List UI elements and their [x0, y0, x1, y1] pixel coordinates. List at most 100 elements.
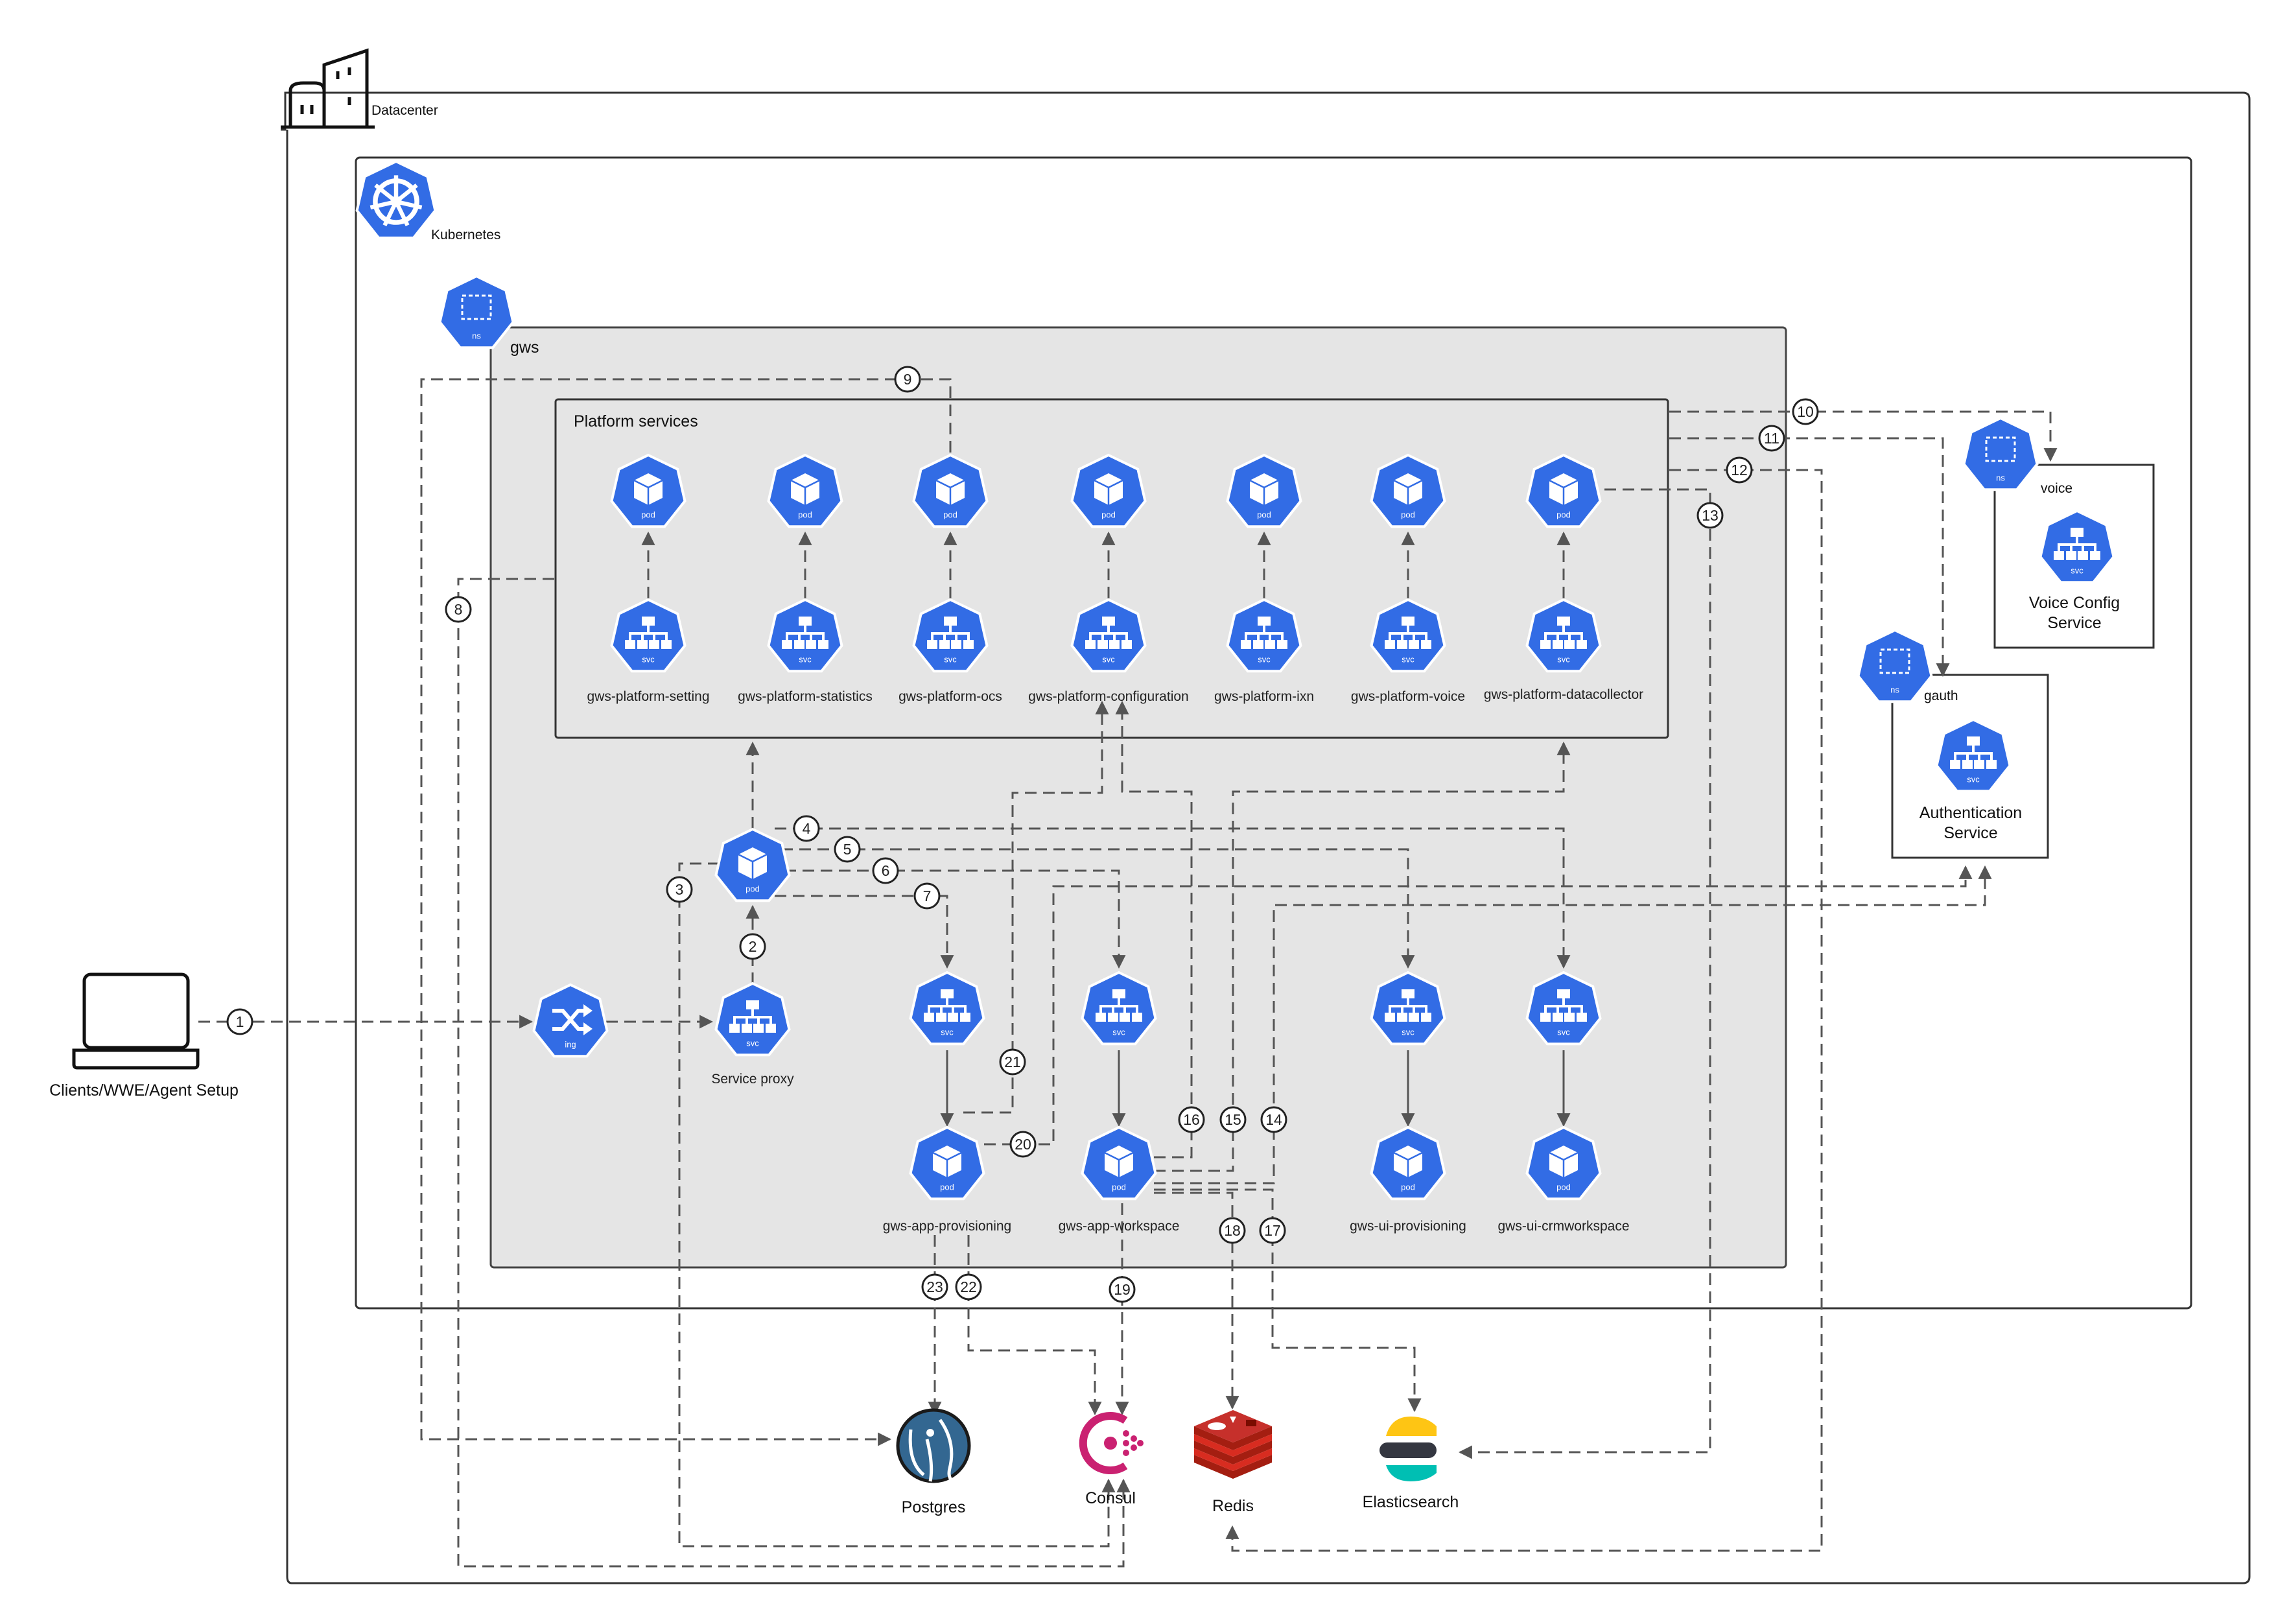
step-marker: 2: [739, 933, 766, 960]
step-number: 16: [1183, 1111, 1200, 1128]
ns-icon: ns: [1962, 416, 2039, 491]
step-number: 18: [1224, 1222, 1241, 1239]
svc-caption: svc: [941, 1027, 954, 1037]
step-marker: 17: [1259, 1217, 1286, 1244]
datacenter-boundary: [281, 91, 2251, 1584]
gauth-ns-label: gauth: [1924, 688, 1958, 703]
step-marker: 11: [1758, 425, 1785, 452]
voice-ns-label: voice: [2041, 481, 2072, 496]
pod-caption: pod: [1401, 510, 1415, 519]
svc-caption: svc: [746, 1038, 759, 1048]
step-number: 1: [236, 1013, 244, 1030]
pod-icon: pod: [1070, 453, 1147, 528]
elasticsearch-icon: [1379, 1417, 1437, 1481]
svc-icon: svc: [1370, 598, 1446, 673]
svc-caption: svc: [1112, 1027, 1125, 1037]
svc-icon: svc: [767, 598, 843, 673]
platform-service-label: gws-platform-ixn: [1214, 689, 1314, 704]
step-marker: 3: [666, 876, 693, 903]
pod-icon: pod: [912, 453, 989, 528]
svc-caption: svc: [642, 654, 655, 664]
pod-caption: pod: [940, 1182, 954, 1192]
redis-label: Redis: [1212, 1497, 1254, 1515]
svc-icon: svc: [1226, 598, 1302, 673]
step-marker: 19: [1109, 1276, 1136, 1303]
step-number: 13: [1702, 507, 1719, 524]
step-number: 5: [843, 841, 852, 858]
step-marker: 6: [872, 857, 899, 884]
step-marker: 13: [1696, 502, 1724, 529]
gws-namespace-label: gws: [510, 338, 539, 357]
svc-caption: svc: [1258, 654, 1271, 664]
step-number: 4: [803, 820, 811, 837]
svc-icon: svc: [1370, 971, 1446, 1046]
pod-icon: pod: [1370, 453, 1446, 528]
kubernetes-label: Kubernetes: [431, 228, 500, 242]
svc-caption: svc: [1402, 1027, 1414, 1037]
pod-icon: pod: [610, 453, 687, 528]
consul-icon: [1079, 1412, 1144, 1474]
step-marker: 10: [1792, 398, 1819, 425]
step-number: 3: [675, 881, 684, 898]
pod-icon: pod: [1370, 1125, 1446, 1201]
step-number: 12: [1731, 462, 1748, 478]
svc-icon: svc: [610, 598, 687, 673]
platform-service-label: gws-platform-configuration: [1028, 689, 1188, 704]
svc-icon: svc: [1935, 718, 2012, 793]
svc-caption: svc: [2071, 565, 2084, 575]
step-marker: 1: [226, 1008, 253, 1035]
svc-caption: svc: [1967, 774, 1980, 784]
pod-caption: pod: [1556, 1182, 1571, 1192]
svc-icon: svc: [912, 598, 989, 673]
svc-icon: svc: [1081, 971, 1157, 1046]
step-marker: 23: [921, 1273, 948, 1300]
svc-icon: svc: [714, 982, 791, 1057]
svc-caption: svc: [799, 654, 812, 664]
svc-icon: svc: [1525, 971, 1602, 1046]
pod-caption: pod: [1257, 510, 1271, 519]
step-marker: 18: [1219, 1217, 1246, 1244]
pod-icon: pod: [1525, 1125, 1602, 1201]
app-label: gws-ui-provisioning: [1350, 1219, 1466, 1234]
step-marker: 15: [1219, 1106, 1247, 1133]
ing-caption: ing: [565, 1039, 576, 1049]
platform-service-label: gws-platform-ocs: [898, 689, 1002, 704]
pod-icon: pod: [767, 453, 843, 528]
ns-caption: ns: [1996, 473, 2005, 482]
step-number: 23: [926, 1278, 943, 1295]
pod-caption: pod: [1112, 1182, 1126, 1192]
step-number: 15: [1225, 1111, 1241, 1128]
clients-label: Clients/WWE/Agent Setup: [49, 1081, 239, 1100]
step-number: 9: [904, 371, 912, 388]
platform-services-label: Platform services: [574, 412, 698, 430]
pod-caption: pod: [641, 510, 655, 519]
step-marker: 8: [445, 596, 472, 623]
step-marker: 12: [1726, 456, 1753, 484]
pod-icon: pod: [1226, 453, 1302, 528]
step-number: 7: [923, 888, 932, 904]
ns-caption: ns: [472, 331, 481, 340]
step-number: 22: [960, 1278, 977, 1295]
pod-caption: pod: [943, 510, 957, 519]
step-marker: 14: [1260, 1106, 1287, 1133]
postgres-icon: [896, 1408, 971, 1487]
app-label: gws-ui-crmworkspace: [1497, 1219, 1629, 1234]
svc-icon: svc: [909, 971, 985, 1046]
app-label: gws-app-workspace: [1059, 1219, 1180, 1234]
pod-caption: pod: [1101, 510, 1116, 519]
pod-caption: pod: [1401, 1182, 1415, 1192]
svc-caption: svc: [1402, 654, 1414, 664]
step-number: 8: [454, 601, 463, 618]
ns-caption: ns: [1890, 685, 1899, 694]
step-marker: 20: [1009, 1131, 1037, 1158]
pod-caption: pod: [1556, 510, 1571, 519]
step-number: 6: [882, 862, 890, 879]
step-number: 14: [1265, 1111, 1282, 1128]
kubernetes-icon: [355, 159, 437, 239]
svc-caption: svc: [1102, 654, 1115, 664]
svc-icon: svc: [1525, 598, 1602, 673]
step-marker: 4: [793, 815, 820, 842]
kubernetes-icons: nsnsnssvcsvcpodsvcpodsvcpodsvcpodsvcpods…: [355, 159, 2115, 1201]
datacenter-icon: [281, 48, 375, 129]
